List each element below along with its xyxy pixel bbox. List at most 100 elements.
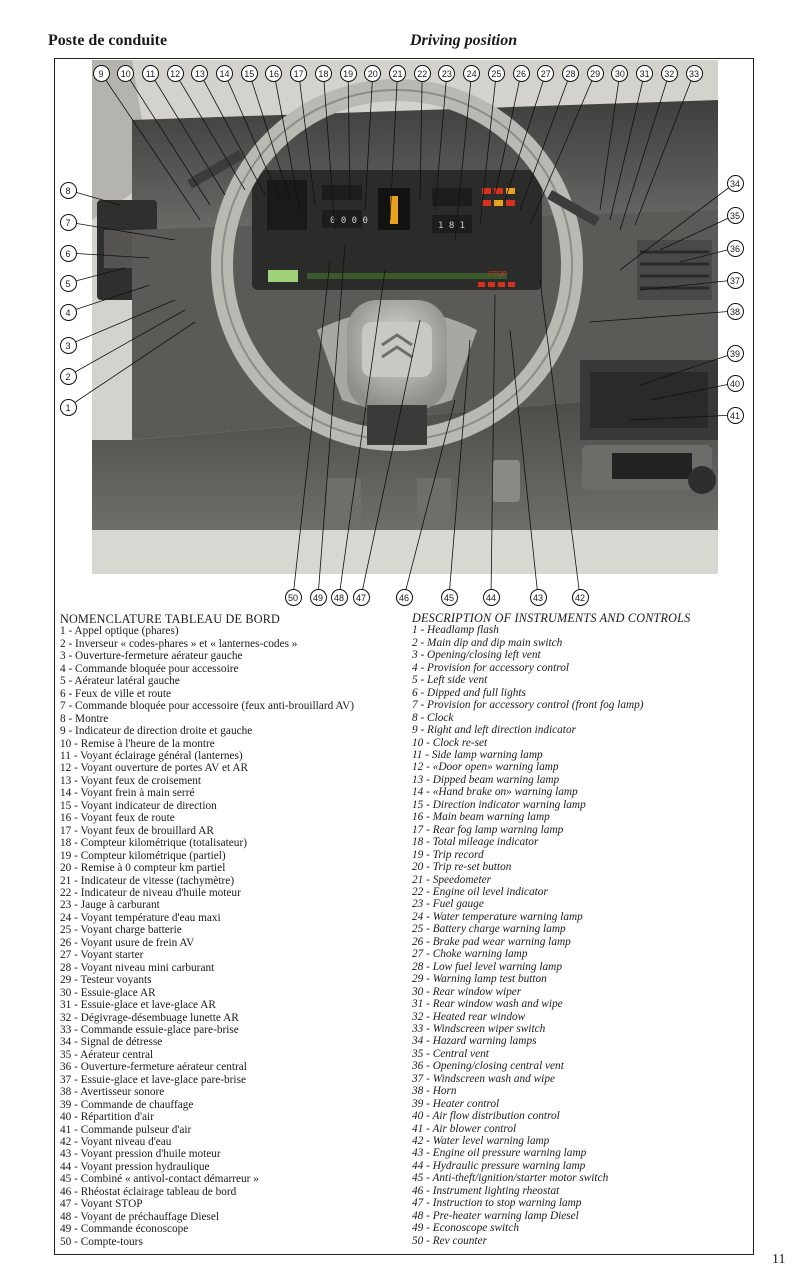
callout-marker: 23 xyxy=(438,64,456,82)
callout-leader xyxy=(199,72,266,196)
nomenclature-fr-item: 11 - Voyant éclairage général (lanternes… xyxy=(60,749,243,762)
callout-leader xyxy=(150,72,226,196)
nomenclature-en-item: 7 - Provision for accessory control (fro… xyxy=(412,699,644,712)
callout-marker: 37 xyxy=(726,271,744,289)
nomenclature-en-item: 20 - Trip re-set button xyxy=(412,861,512,874)
callout-leader xyxy=(504,72,547,201)
callout-leader xyxy=(454,72,473,241)
callout-marker: 44 xyxy=(482,588,500,606)
nomenclature-fr-item: 18 - Compteur kilométrique (totalisateur… xyxy=(60,837,247,850)
nomenclature-en-item: 47 - Instruction to stop warning lamp xyxy=(412,1197,582,1210)
callout-marker: 3 xyxy=(59,336,77,354)
callout-leader xyxy=(67,309,186,377)
callout-marker: 11 xyxy=(141,64,159,82)
callout-marker: 21 xyxy=(389,64,406,82)
callout-leader xyxy=(67,189,121,206)
nomenclature-fr-item: 49 - Commande éconoscope xyxy=(60,1223,189,1236)
callout-marker: 43 xyxy=(529,588,547,606)
callout-marker: 50 xyxy=(284,588,302,606)
nomenclature-en-item: 12 - «Door open» warning lamp xyxy=(412,761,559,774)
callout-marker: 31 xyxy=(636,64,654,82)
nomenclature-en-item: 46 - Instrument lighting rheostat xyxy=(412,1184,560,1197)
callout-marker: 45 xyxy=(440,588,458,606)
nomenclature-en-item: 31 - Rear window wash and wipe xyxy=(412,998,563,1011)
callout-marker: 20 xyxy=(364,64,382,82)
callout-leader xyxy=(629,414,736,421)
callout-leader xyxy=(298,72,316,206)
nomenclature-fr-item: 47 - Voyant STOP xyxy=(60,1198,143,1211)
nomenclature-fr-item: 8 - Montre xyxy=(60,712,109,725)
callout-leader xyxy=(634,72,695,226)
nomenclature-en-item: 48 - Pre-heater warning lamp Diesel xyxy=(412,1209,579,1222)
callout-leader xyxy=(589,310,736,323)
nomenclature-en-item: 1 - Headlamp flash xyxy=(412,624,499,637)
nomenclature-en-item: 26 - Brake pad wear warning lamp xyxy=(412,935,571,948)
callout-leader xyxy=(224,72,281,201)
callout-leader xyxy=(609,72,645,221)
callout-marker: 25 xyxy=(487,64,505,82)
callout-marker: 24 xyxy=(463,64,481,82)
callout-marker: 29 xyxy=(586,64,604,82)
nomenclature-fr-item: 12 - Voyant ouverture de portes AV et AR xyxy=(60,762,249,775)
callout-leader xyxy=(434,72,448,211)
nomenclature-fr-item: 2 - Inverseur « codes-phares » et « lant… xyxy=(60,637,298,650)
callout-leader xyxy=(448,339,471,598)
callout-leader xyxy=(509,329,539,598)
nomenclature-fr-item: 33 - Commande essuie-glace pare-brise xyxy=(60,1023,239,1036)
callout-marker: 40 xyxy=(726,374,744,392)
nomenclature-en-item: 10 - Clock re-set xyxy=(412,736,488,749)
nomenclature-en-item: 11 - Side lamp warning lamp xyxy=(412,748,543,761)
nomenclature-en-item: 33 - Windscreen wiper switch xyxy=(412,1022,546,1035)
nomenclature-en-item: 44 - Hydraulic pressure warning lamp xyxy=(412,1159,586,1172)
nomenclature-en-item: 21 - Speedometer xyxy=(412,873,492,886)
callout-marker: 38 xyxy=(726,302,744,320)
callout-marker: 30 xyxy=(611,64,629,82)
nomenclature-fr-item: 45 - Combiné « antivol-contact démarreur… xyxy=(60,1173,259,1186)
callout-marker: 16 xyxy=(265,64,283,82)
nomenclature-fr-item: 30 - Essuie-glace AR xyxy=(60,986,156,999)
callout-marker: 36 xyxy=(726,239,744,257)
callout-marker: 27 xyxy=(537,64,555,82)
nomenclature-en-item: 4 - Provision for accessory control xyxy=(412,661,569,674)
nomenclature-fr-item: 22 - Indicateur de niveau d'huile moteur xyxy=(60,886,241,899)
callout-marker: 17 xyxy=(290,64,308,82)
nomenclature-en-item: 2 - Main dip and dip main switch xyxy=(412,636,563,649)
page-title-en: Driving position xyxy=(410,32,518,49)
nomenclature-fr-item: 43 - Voyant pression d'huile moteur xyxy=(60,1148,221,1161)
callout-leader xyxy=(599,72,621,211)
page-number: 11 xyxy=(772,1252,786,1267)
nomenclature-fr-item: 32 - Dégivrage-désembuage lunette AR xyxy=(60,1011,239,1024)
callout-marker: 42 xyxy=(571,588,589,606)
nomenclature-fr-item: 16 - Voyant feux de route xyxy=(60,812,175,825)
callout-leader xyxy=(649,382,736,401)
callout-leader xyxy=(174,72,246,191)
content-frame xyxy=(54,58,754,1255)
nomenclature-en-item: 28 - Low fuel level warning lamp xyxy=(412,960,562,973)
nomenclature-fr-item: 17 - Voyant feux de brouillard AR xyxy=(60,824,214,837)
callout-leader xyxy=(364,72,374,211)
callout-marker: 22 xyxy=(413,64,431,82)
callout-leader xyxy=(67,284,151,313)
callout-leader xyxy=(248,72,291,201)
nomenclature-fr-item: 15 - Voyant indicateur de direction xyxy=(60,799,217,812)
nomenclature-fr-item: 4 - Commande bloquée pour accessoire xyxy=(60,662,239,675)
nomenclature-fr-item: 38 - Avertisseur sonore xyxy=(60,1086,165,1099)
callout-marker: 7 xyxy=(59,213,77,231)
callout-leader xyxy=(639,352,736,386)
nomenclature-fr-item: 19 - Compteur kilométrique (partiel) xyxy=(60,849,226,862)
nomenclature-en-item: 49 - Econoscope switch xyxy=(412,1222,519,1235)
nomenclature-en-item: 35 - Central vent xyxy=(412,1047,489,1060)
nomenclature-en-item: 42 - Water level warning lamp xyxy=(412,1135,550,1148)
callout-marker: 28 xyxy=(561,64,579,82)
callout-marker: 39 xyxy=(726,344,744,362)
callout-leader xyxy=(619,72,670,231)
callout-leader xyxy=(67,221,176,241)
nomenclature-fr-item: 26 - Voyant usure de frein AV xyxy=(60,936,195,949)
callout-marker: 46 xyxy=(395,588,413,606)
nomenclature-en-title: DESCRIPTION OF INSTRUMENTS AND CONTROLS xyxy=(412,611,691,625)
nomenclature-en-item: 8 - Clock xyxy=(412,711,454,724)
callout-leader xyxy=(67,299,176,346)
callout-marker: 19 xyxy=(339,64,357,82)
callout-leader xyxy=(490,294,496,598)
callout-leader xyxy=(419,72,423,201)
